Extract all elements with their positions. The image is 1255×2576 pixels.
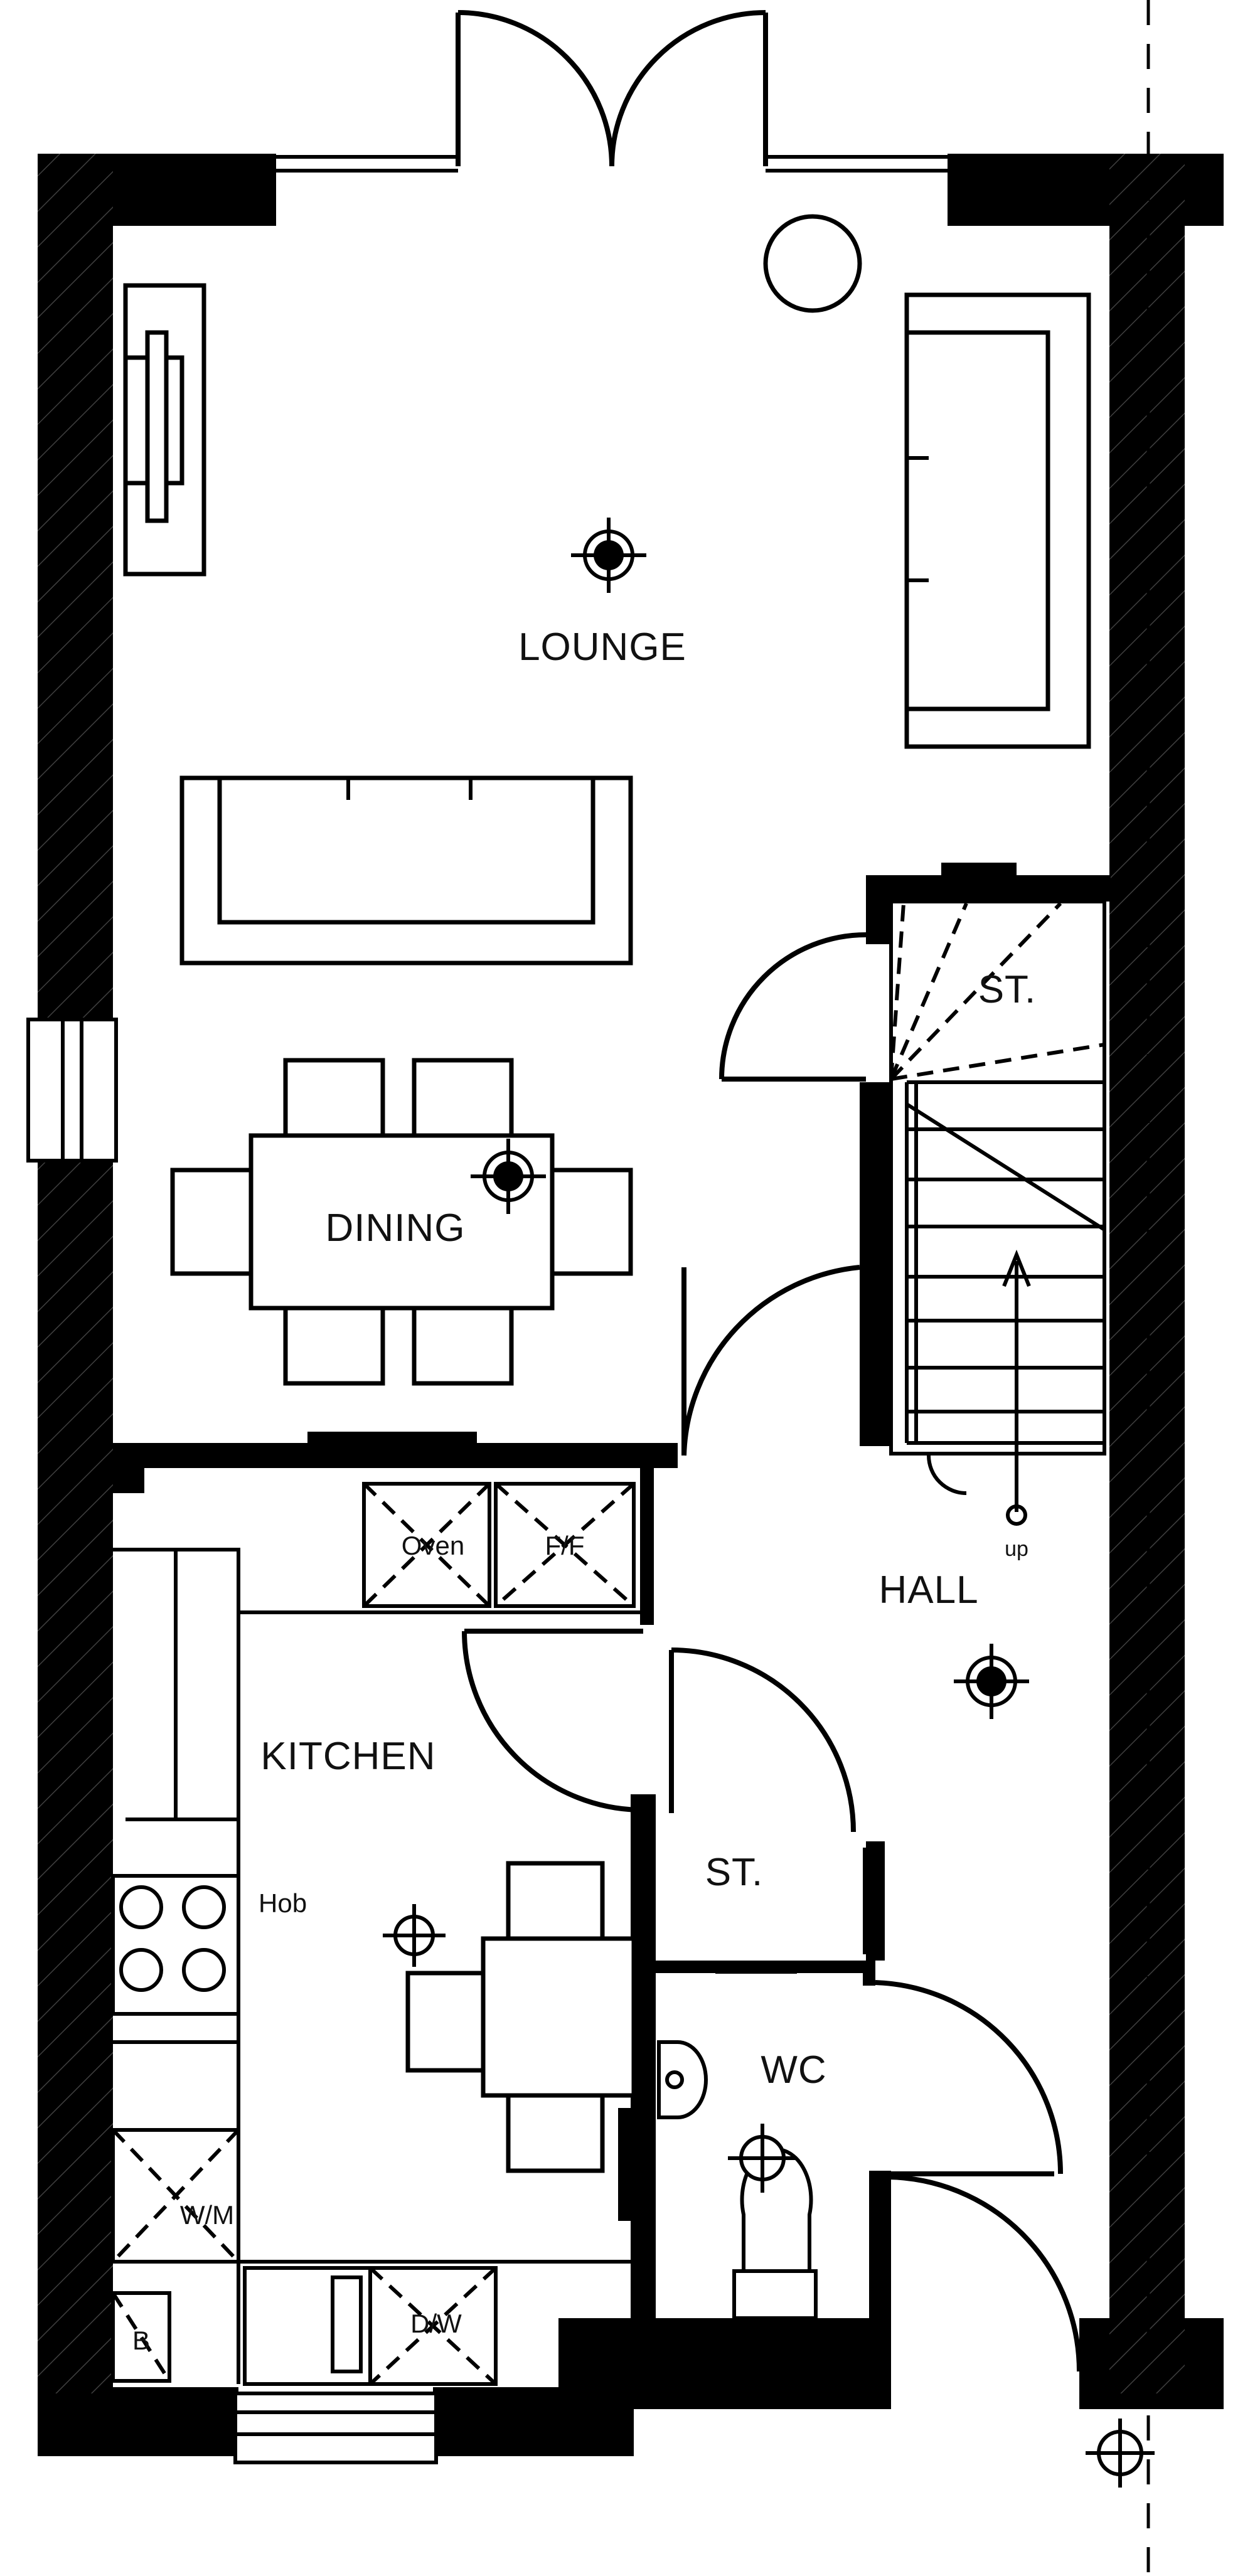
light-outside	[1086, 2419, 1155, 2488]
room-label-kitchen: KITCHEN	[260, 1735, 435, 1778]
label-stairs-up: up	[1005, 1537, 1028, 1561]
ceiling-lights	[383, 518, 1155, 2488]
staircase	[889, 900, 1106, 1526]
store-door-hall	[669, 1647, 885, 1961]
radiators	[307, 863, 1017, 2221]
kitchen-window	[233, 2392, 438, 2464]
room-label-store-stairs: ST.	[978, 968, 1037, 1011]
tv-unit	[123, 283, 206, 577]
light-wc	[728, 2124, 797, 2193]
wc-door	[875, 1980, 1063, 2176]
label-fridge-freezer: F/F	[545, 1531, 585, 1560]
label-washing-machine: W/M	[180, 2200, 234, 2230]
kitchen-table-set	[405, 1861, 636, 2173]
hob	[111, 1874, 240, 2016]
boiler-unit	[111, 2291, 171, 2383]
fridge-freezer-unit	[494, 1482, 636, 1608]
label-oven: Oven	[402, 1531, 464, 1560]
oven-unit	[362, 1482, 491, 1608]
kitchen-door	[462, 1629, 644, 1812]
sink	[243, 2266, 372, 2386]
room-label-wc: WC	[761, 2048, 826, 2092]
room-label-lounge: LOUNGE	[518, 625, 686, 669]
label-boiler: B	[132, 2326, 150, 2355]
hall-door-lounge	[681, 1265, 860, 1456]
room-label-dining: DINING	[326, 1206, 466, 1250]
lounge-pendant-light	[763, 214, 862, 313]
internal-walls	[113, 875, 1111, 2409]
label-dishwasher: D/W	[410, 2309, 462, 2338]
room-label-hall: HALL	[878, 1568, 978, 1612]
front-door	[885, 2174, 1082, 2378]
light-dining	[471, 1139, 546, 1214]
wc-basin	[657, 2040, 708, 2119]
light-kitchen	[383, 1904, 446, 1967]
label-hob: Hob	[259, 1888, 307, 1918]
sofa-left	[179, 775, 633, 966]
sofa-right	[904, 292, 1091, 749]
light-hall	[954, 1644, 1029, 1719]
light-lounge	[571, 518, 646, 593]
store-door-stairs	[719, 932, 867, 1082]
lounge-side-window	[26, 1018, 118, 1163]
room-label-store-hall: ST.	[705, 1851, 764, 1894]
lounge-garden-doors	[276, 10, 948, 173]
washing-machine-unit	[111, 2128, 240, 2264]
dishwasher-unit	[368, 2266, 498, 2386]
